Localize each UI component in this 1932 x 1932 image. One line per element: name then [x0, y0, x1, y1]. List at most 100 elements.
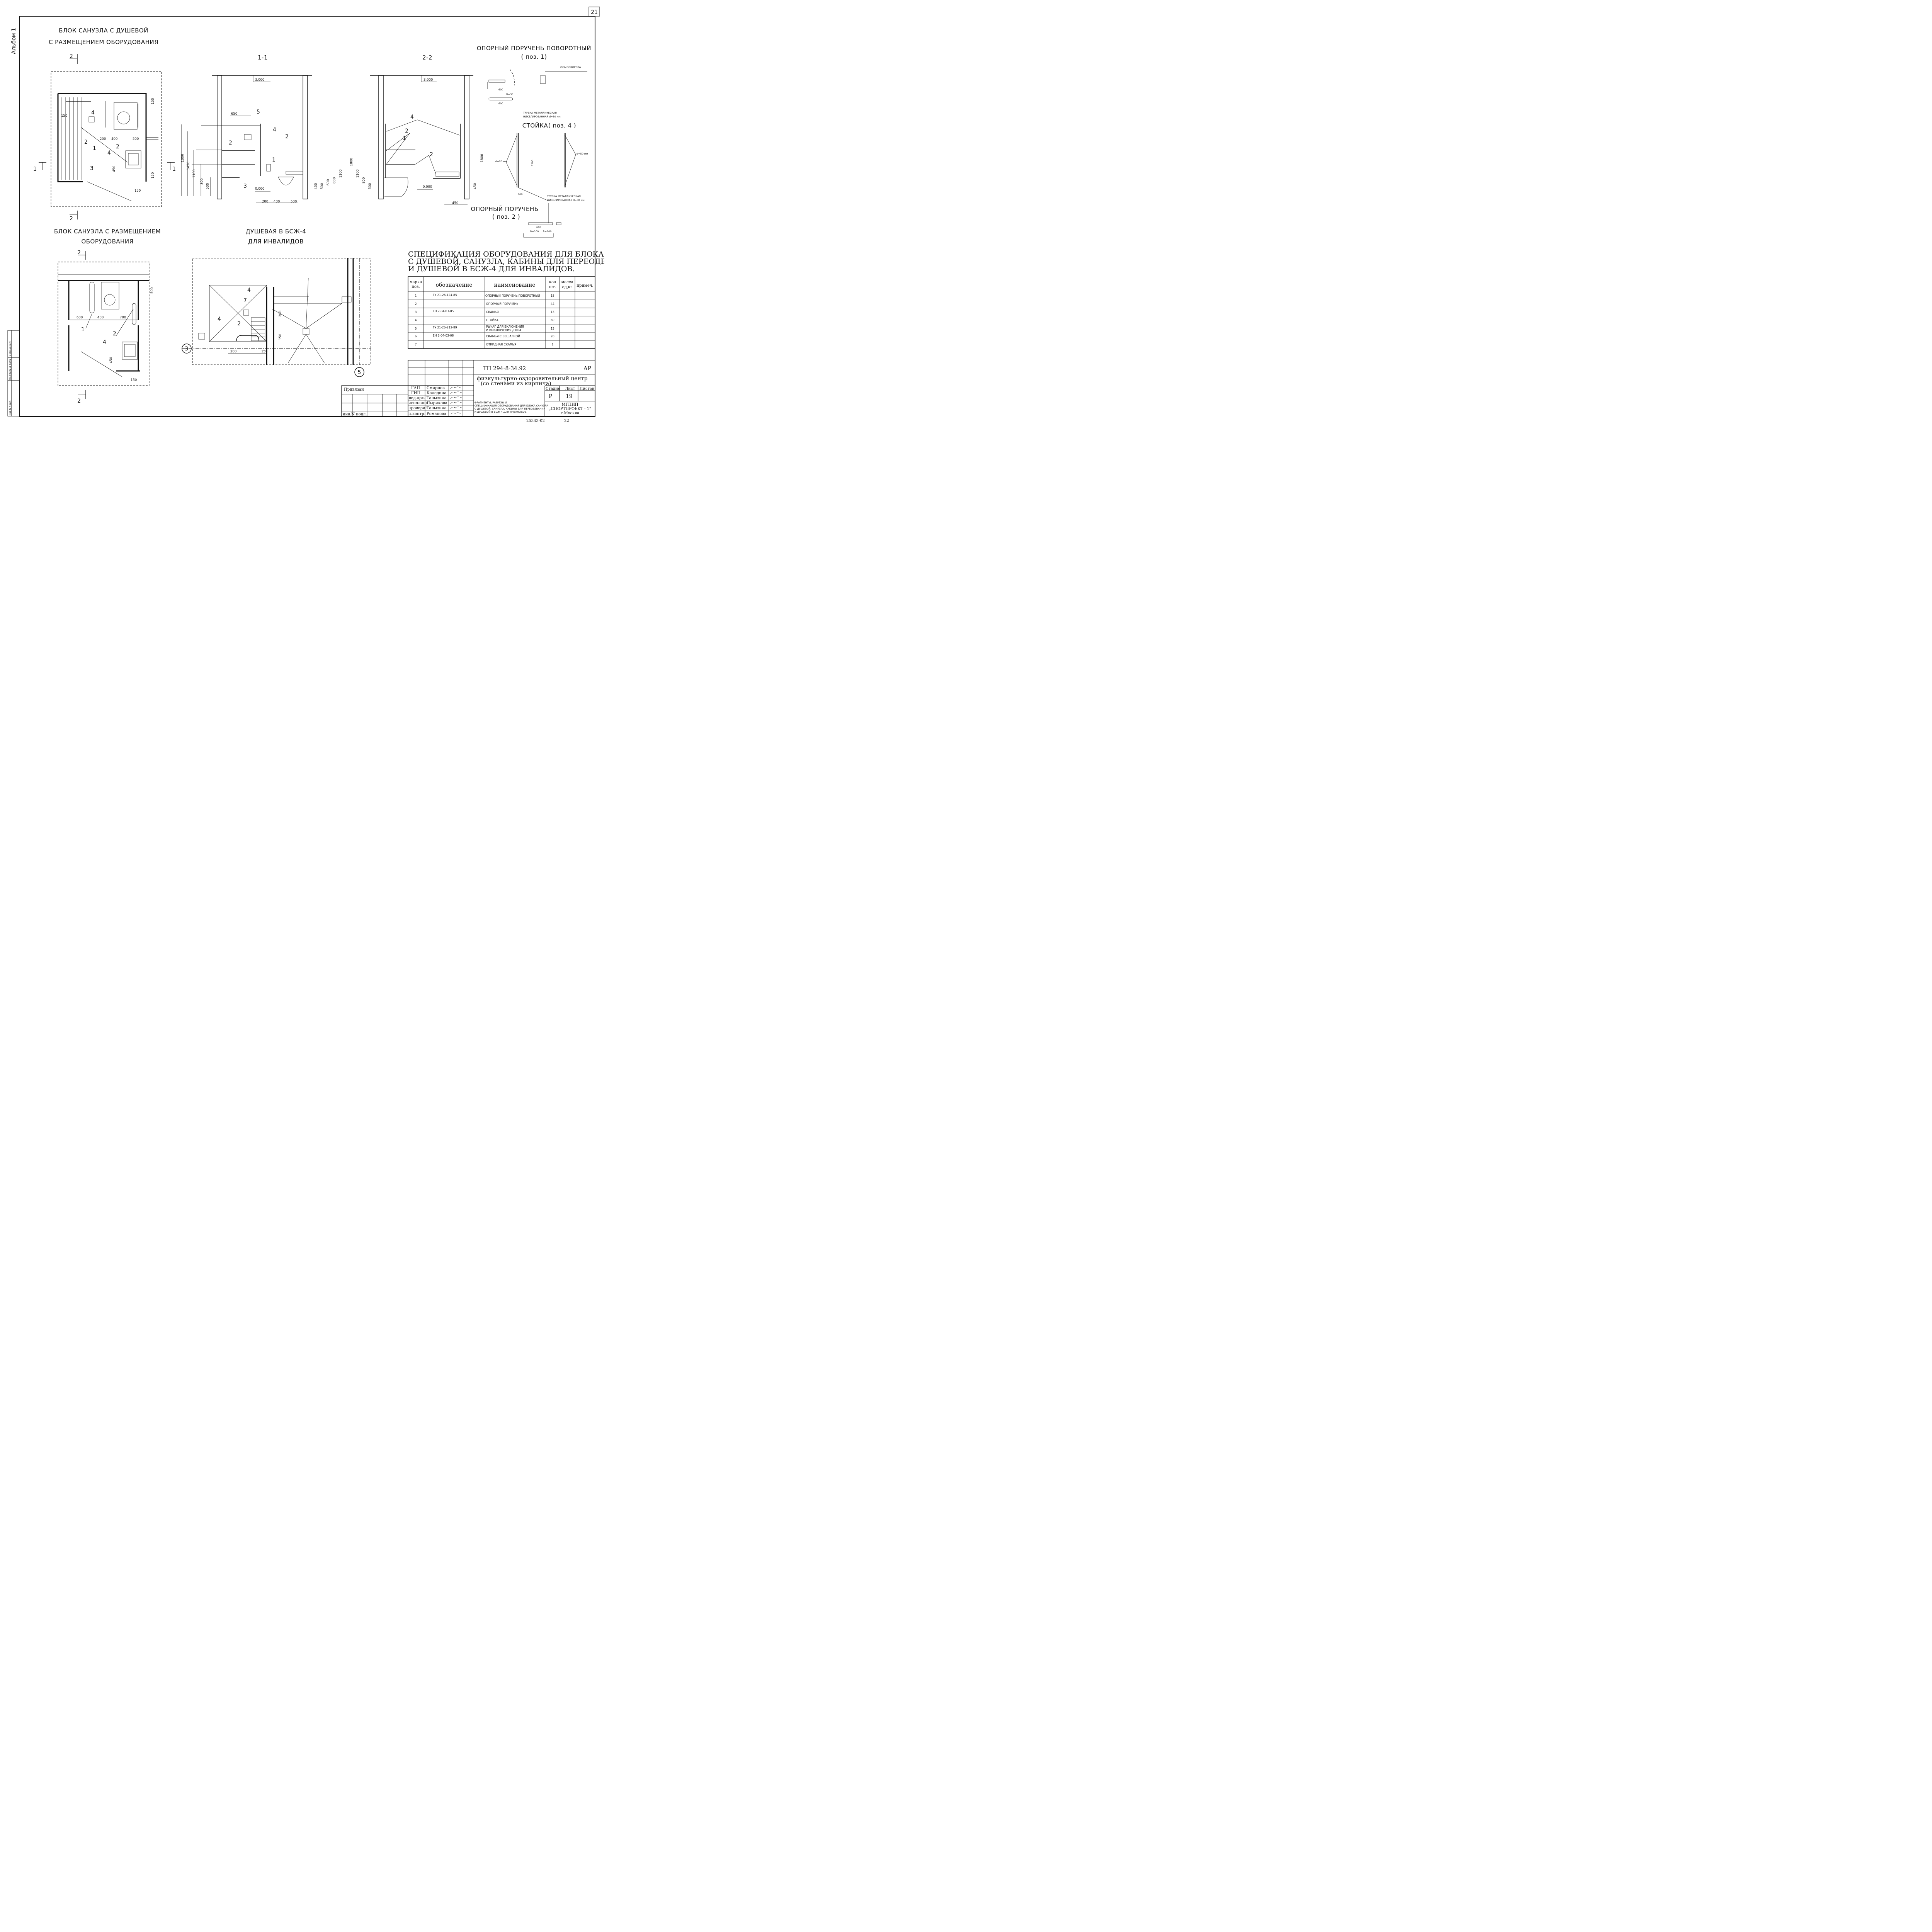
detail-stand-title2: ( поз. 4 ) [548, 122, 576, 129]
spec-row2-pos: 2 [415, 302, 417, 306]
plan3-mark-4a: 4 [247, 287, 251, 293]
section22-mark-1: 1 [403, 135, 406, 141]
spec-row5-name: РЫЧАГ ДЛЯ ВКЛЮЧЕНИЯ [486, 325, 524, 328]
stamp-desc-line4: И ДУШЕВОЙ В БСЖ-4 ДЛЯ ИНВАЛИДОВ. [474, 410, 527, 413]
plan2-mark-4: 4 [103, 339, 106, 345]
sheet-corner-number: 21 [591, 9, 598, 15]
section11-dim-500c: 500 [291, 200, 297, 204]
sheet-corner-box [588, 7, 600, 17]
plan1-cut-2-bottom: 2 [70, 216, 73, 222]
details-handrails: ОПОРНЫЙ ПОРУЧЕНЬ ПОВОРОТНЫЙ ( поз. 1) ОС… [471, 44, 591, 238]
axis-5-label: 5 [358, 369, 361, 376]
section11-dim-500: 500 [206, 183, 210, 189]
section11-dim-600: 600 [327, 179, 330, 185]
plan3-dim-150b: 150 [279, 334, 282, 340]
plan1-cut-1-left: 1 [33, 166, 37, 172]
section22-mark-2b: 2 [430, 151, 433, 158]
spec-row: 1 ТУ 21-26-124-85 ОПОРНЫЙ ПОРУЧЕНЬ ПОВОР… [415, 293, 554, 298]
detail-stand-title1: СТОЙКА [522, 122, 548, 129]
plan2-mark-2: 2 [113, 331, 116, 337]
sheet-frame [19, 16, 595, 417]
section11-dim-1100: 1100 [192, 169, 196, 178]
signature-5 [450, 406, 463, 409]
spec-row7-qty: 1 [552, 343, 554, 346]
spec-row1-pos: 1 [415, 294, 417, 298]
detail-dim-1300: 1300 [531, 160, 534, 166]
signature-1 [450, 386, 461, 389]
spec-row: 6 ЕН 2-04-03-08 СКАМЬЯ С ВЕШАЛКОЙ 20 [415, 334, 554, 338]
detail-dim-600c: 600 [536, 226, 541, 229]
spec-row4-name: СТОЙКА [486, 318, 499, 322]
plan3-title-line1: ДУШЕВАЯ В БСЖ-4 [246, 228, 306, 235]
signature-4 [450, 401, 463, 404]
plan3-mark-2: 2 [237, 321, 241, 327]
specification: СПЕЦИФИКАЦИЯ ОБОРУДОВАНИЯ ДЛЯ БЛОКА САНУ… [408, 250, 604, 349]
section22-mark-2a: 2 [405, 128, 408, 134]
section11-mark-2b: 2 [229, 140, 232, 146]
plan2-dim-500: 500 [150, 287, 154, 294]
stamp-desc-line1: ФРАГМЕНТЫ, РАЗРЕЗЫ И [474, 401, 507, 404]
signature-6 [450, 412, 461, 415]
detail-r30: R=30 [506, 93, 513, 96]
detail-dim-600b: 600 [498, 102, 503, 105]
section11-level-0: 0.000 [255, 187, 264, 191]
spec-row3-designation: ЕН 2-04-03-05 [433, 310, 454, 313]
section11-dim-450: 450 [314, 183, 318, 189]
plan2-mark-1: 1 [81, 327, 85, 333]
axis-e-label: Э [185, 346, 189, 352]
signature-3 [450, 396, 463, 399]
spec-row: 3 ЕН 2-04-03-05 СКАМЬЯ 13 [415, 310, 554, 314]
plan3-title-line2: ДЛЯ ИНВАЛИДОВ [248, 238, 304, 245]
spec-h-note: примеч. [577, 284, 593, 288]
detail-tube1-line1: ТРУБКА МЕТАЛЛИЧЕСКАЯ [523, 111, 557, 114]
section11-dim-650: 650 [231, 112, 237, 116]
side-inv-label: инв.N подл. [9, 400, 12, 415]
section22-dim-800: 800 [362, 177, 366, 184]
spec-row1-qty: 15 [551, 294, 554, 298]
stamp-desc-line2: СПЕЦИФИКАЦИЯ ОБОРУДОВАНИЯ ДЛЯ БЛОКА САНУ… [474, 404, 548, 407]
detail-tube2-line1: ТРУБКА МЕТАЛЛИЧЕСКАЯ [547, 195, 581, 198]
spec-row6-pos: 6 [415, 335, 417, 338]
plan1-dim-500: 500 [133, 137, 139, 141]
spec-row5-designation: ТУ 21-26-212-89 [432, 326, 457, 329]
stamp-stage-header: Стадия [546, 387, 560, 391]
spec-row6-designation: ЕН 2-04-03-08 [433, 334, 454, 337]
plan1-mark-3: 3 [90, 165, 94, 172]
section11-dim-200: 200 [262, 200, 268, 204]
section11-dim-1800: 1800 [181, 154, 185, 162]
stamp-name-1: Смирнов [427, 386, 445, 390]
plan1-dim-150c: 150 [151, 98, 155, 104]
plan2-dim-450: 450 [109, 357, 113, 363]
stamp-desc-line3: С ДУШЕВОЙ, САНУЗЛА, КАБИНЫ ДЛЯ ПЕРЕОДЕВА… [474, 407, 545, 410]
spec-row7-name: ОТКИДНАЯ СКАМЬЯ [486, 343, 516, 346]
plan2-title-line1: БЛОК САНУЗЛА С РАЗМЕЩЕНИЕМ [54, 228, 161, 235]
stamp-name-4: Пырикова [427, 401, 447, 405]
detail-rot-title2: ( поз. 1) [521, 53, 547, 60]
stamp-project-line2: (со стенами из кирпича) [481, 381, 551, 387]
title-block: ТП 294-8-34.92 АР физкультурно-оздоровит… [341, 360, 595, 423]
stamp-project-line1: физкультурно-оздоровительный центр [477, 376, 588, 382]
plan1-dim-150d: 150 [151, 172, 155, 179]
spec-h-qty2: шт. [549, 285, 556, 289]
plan2-dim-150: 150 [131, 378, 137, 382]
stamp-bottom-number: 25343-02 [526, 419, 545, 423]
stamp-org-line2: „СПОРТПРОЕКТ - 1" [549, 407, 591, 411]
spec-row1-designation: ТУ 21-26-124-85 [432, 293, 457, 297]
spec-row4-qty: 69 [551, 318, 554, 322]
stamp-role-2: ГИП [411, 391, 420, 395]
detail-axis-note: ОСЬ ПОВОРОТА [560, 66, 581, 69]
spec-h-designation: обозначение [435, 282, 472, 288]
side-stamp: инв.N подл. Подпись и дата Взам.инв.N [7, 330, 20, 417]
section11-title: 1-1 [258, 54, 268, 61]
stamp-code: ТП 294-8-34.92 [483, 366, 526, 372]
stamp-name-5: Талызина [427, 406, 447, 410]
section22-dim-1800: 1800 [350, 158, 354, 166]
spec-h-mark2: поз. [412, 285, 420, 289]
section22-dim-1800b: 1800 [480, 154, 484, 162]
detail-r100a: R=100 [530, 230, 539, 233]
spec-row: 7 ОТКИДНАЯ СКАМЬЯ 1 [415, 343, 554, 346]
section22-level-0: 0.000 [423, 185, 432, 189]
spec-row: 2 ОПОРНЫЙ ПОРУЧЕНЬ 44 [415, 302, 554, 306]
stamp-sheet-header: Лист [565, 387, 575, 391]
detail-d50b: d=50 мм [577, 152, 588, 155]
